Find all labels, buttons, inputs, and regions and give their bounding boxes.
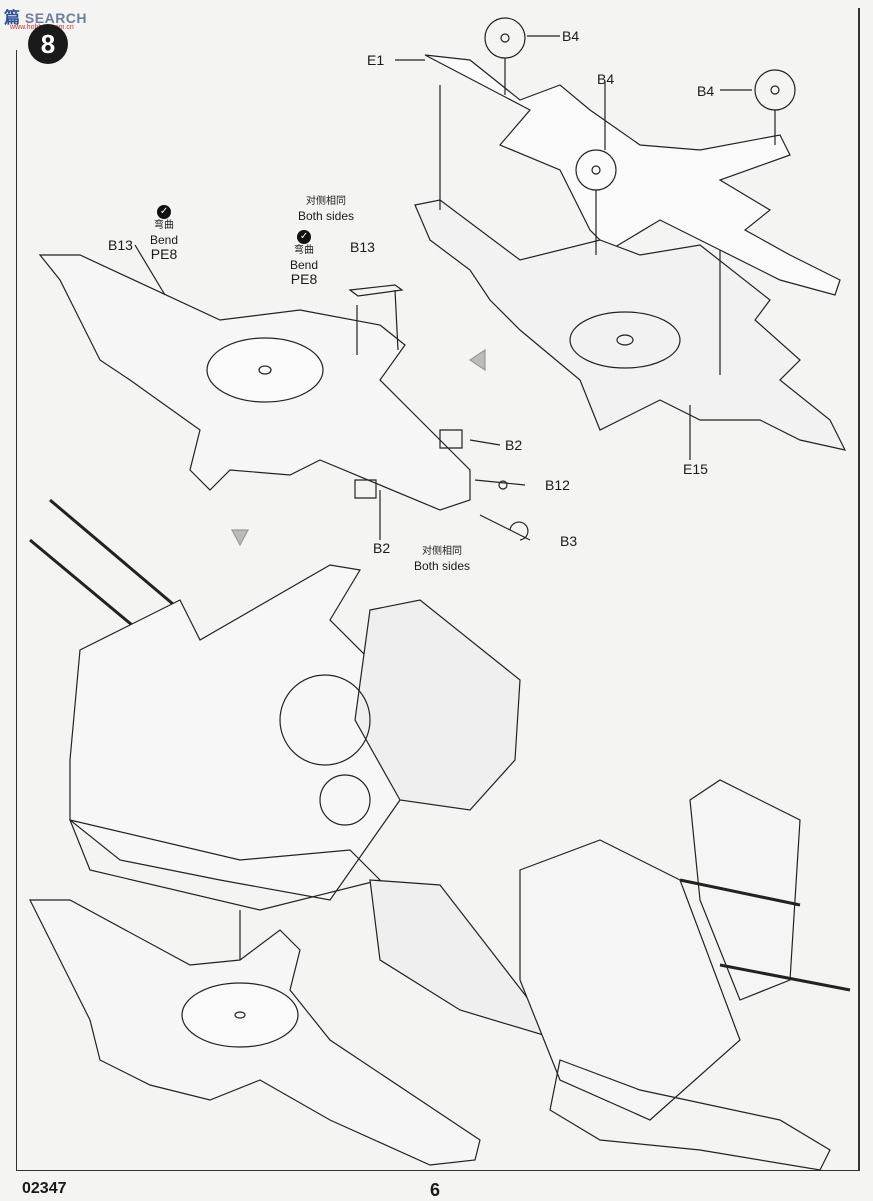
label-e1: E1 — [367, 52, 385, 68]
both-sides-en: Both sides — [298, 209, 355, 223]
bend-note-en: Bend — [150, 233, 179, 247]
both-sides-en: Both sides — [414, 559, 471, 573]
kit-code: 02347 — [22, 1180, 67, 1197]
label-e15: E15 — [683, 461, 708, 477]
bend-check-icon: ✓ — [157, 205, 172, 219]
label-b4-top: B4 — [562, 28, 580, 44]
bend-note-cn: 弯曲 — [294, 245, 315, 256]
page-border-bottom — [16, 1170, 860, 1171]
both-sides-cn: 对侧相同 — [306, 196, 347, 207]
label-b13-left: B13 — [108, 237, 133, 253]
bottom-left-base-diagram — [29, 899, 481, 1166]
middle-gun-assembly-diagram — [29, 498, 521, 1020]
step-flow-arrows — [231, 348, 486, 547]
page-number: 6 — [430, 1180, 441, 1200]
top-right-base-diagram — [395, 17, 847, 460]
bend-note-left: ✓ 弯曲 Bend PE8 — [150, 203, 178, 261]
label-b2-right: B2 — [505, 437, 523, 453]
watermark-text: SEARCH — [24, 10, 88, 26]
step-number-badge: 8 — [28, 24, 68, 64]
label-b4-middle: B4 — [597, 71, 615, 87]
bend-note-right: ✓ 弯曲 Bend PE8 — [290, 228, 318, 286]
both-sides-note-bottom: 对侧相同 Both sides — [414, 545, 470, 573]
both-sides-note-top: 对侧相同 Both sides — [298, 195, 354, 223]
watermark-logo-text: 篇 — [4, 10, 21, 27]
label-b12: B12 — [545, 477, 570, 493]
top-left-base-diagram — [38, 244, 531, 541]
bend-note-part: PE8 — [150, 246, 178, 262]
bend-note-en: Bend — [290, 258, 319, 272]
bend-note-cn: 弯曲 — [154, 220, 175, 231]
bend-note-part: PE8 — [290, 271, 318, 287]
page-border-left — [16, 50, 17, 1170]
bend-check-icon: ✓ — [297, 230, 312, 244]
bottom-right-gun-diagram — [369, 779, 851, 1171]
label-b4-right: B4 — [697, 83, 715, 99]
site-watermark: 篇 SEARCH — [4, 4, 87, 28]
page-border-right — [858, 8, 860, 1170]
label-b3: B3 — [560, 533, 578, 549]
both-sides-cn: 对侧相同 — [422, 546, 463, 557]
label-b13-right: B13 — [350, 239, 375, 255]
label-b2-bottom: B2 — [373, 540, 391, 556]
